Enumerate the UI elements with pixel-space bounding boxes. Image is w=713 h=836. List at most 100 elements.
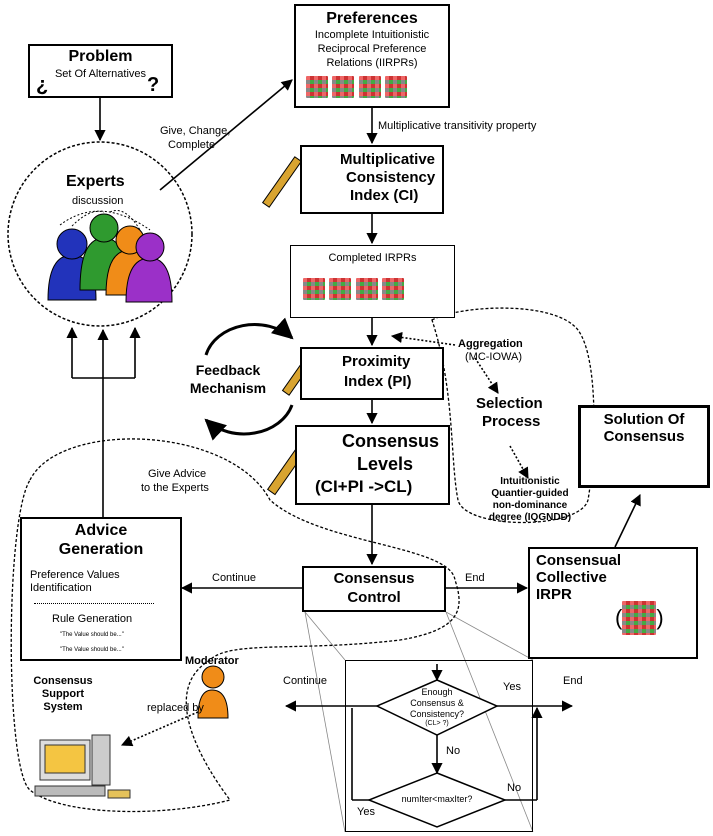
- selection-line1: Selection: [476, 395, 543, 412]
- moderator-title: Moderator: [185, 655, 239, 667]
- feedback-line2: Mechanism: [189, 380, 267, 396]
- problem-symbol-right: ?: [147, 74, 160, 96]
- zoom-line-2: [304, 611, 346, 833]
- advice-rule: Rule Generation: [52, 613, 133, 625]
- end-bottom-label: End: [563, 675, 583, 687]
- decision-diamond-2: [366, 772, 508, 828]
- decision2-text: numIter<maxIter?: [401, 794, 473, 804]
- solution-line1: Solution Of: [603, 411, 685, 428]
- selection-d2: Quantier-guided: [491, 488, 569, 499]
- control-line1: Consensus: [333, 570, 415, 587]
- mci-line1: Multiplicative: [340, 151, 436, 168]
- consensus-control-detail-box: [345, 660, 533, 832]
- advice-line1: Advice: [74, 522, 128, 539]
- continue-left-label: Continue: [212, 572, 257, 584]
- decision1-line3: Consistency?: [409, 709, 465, 719]
- experts-title: Experts: [66, 173, 125, 190]
- ruler-icon-mci: [261, 156, 303, 208]
- css-line1: Consensus: [33, 675, 93, 687]
- consensus-levels-box: Consensus Levels (CI+PI ->CL): [295, 425, 450, 505]
- advice-value2: "The Value should be...": [60, 647, 124, 653]
- advice-pv2: Identification: [30, 582, 92, 594]
- decision-diamond-1: [375, 679, 499, 736]
- decision1-line4: (CL> ?): [425, 720, 449, 727]
- replaced-by-label: replaced by: [147, 702, 204, 714]
- aggregation-title: Aggregation: [458, 338, 523, 350]
- pi-line2: Index (PI): [344, 373, 412, 390]
- mci-box: Multiplicative Consistency Index (CI): [300, 145, 444, 214]
- feedback-arrow-bottom: [204, 404, 294, 441]
- problem-title: Problem: [68, 48, 133, 65]
- selection-d3: non-dominance: [492, 500, 568, 511]
- pi-box: Proximity Index (PI): [300, 347, 444, 400]
- mult-trans-label: Multiplicative transitivity property: [378, 120, 537, 132]
- consensus-control-box: Consensus Control: [302, 566, 446, 612]
- advice-value1: "The Value should be...": [60, 632, 124, 638]
- yes1-label: Yes: [503, 681, 521, 693]
- feedback-arrow-top: [204, 317, 294, 356]
- pi-line1: Proximity: [342, 353, 411, 370]
- give-advice-line1: Give Advice: [148, 468, 207, 480]
- discussion-label: discussion: [72, 195, 124, 207]
- levels-line2: Levels: [357, 454, 414, 474]
- collective-line2: Collective: [536, 569, 607, 586]
- solution-line2: Consensus: [603, 428, 685, 445]
- preferences-line1: Incomplete Intuitionistic: [314, 29, 430, 41]
- control-line2: Control: [347, 589, 401, 606]
- preferences-line2: Reciprocal Preference: [317, 43, 427, 55]
- no2-label: No: [507, 782, 522, 794]
- arrow-experts-preferences: [159, 79, 293, 191]
- preferences-matrices: [306, 76, 408, 98]
- arrow-collective-solution: [614, 493, 641, 548]
- collective-box: Consensual Collective IRPR (): [528, 547, 698, 659]
- zoom-line-4: [445, 611, 534, 833]
- yes2-label: Yes: [357, 806, 375, 818]
- give-change-label: Give, Change,: [160, 125, 231, 137]
- levels-line3: (CI+PI ->CL): [315, 477, 413, 496]
- completed-title: Completed IRPRs: [328, 252, 417, 264]
- advice-divider: [34, 603, 154, 604]
- advice-box: Advice Generation Preference Values Iden…: [20, 517, 182, 661]
- zoom-line-3: [445, 611, 534, 661]
- css-line3: System: [43, 701, 83, 713]
- problem-box: Problem Set Of Alternatives ¿ ?: [28, 44, 173, 98]
- css-line2: Support: [41, 688, 85, 700]
- continue-bottom-label: Continue: [283, 675, 328, 687]
- zoom-line-1: [304, 611, 346, 661]
- solution-box: Solution Of Consensus: [578, 405, 710, 488]
- preferences-box: Preferences Incomplete Intuitionistic Re…: [294, 4, 450, 108]
- decision1-line2: Consensus &: [410, 698, 464, 708]
- feedback-line1: Feedback: [195, 362, 261, 378]
- arrow-aggregation-selection: [474, 357, 499, 394]
- selection-line2: Process: [482, 413, 541, 430]
- mci-line2: Consistency: [346, 169, 436, 186]
- complete-label: Complete: [168, 139, 216, 151]
- give-advice-line2: to the Experts: [141, 482, 209, 494]
- selection-region-outline: [431, 307, 595, 524]
- completed-irprs-box: Completed IRPRs: [290, 245, 455, 318]
- mci-line3: Index (CI): [350, 187, 419, 204]
- css-region-outline: [10, 438, 460, 813]
- preferences-title: Preferences: [326, 10, 418, 27]
- arrow-aggregation-completed: [390, 331, 456, 346]
- end-right-label: End: [465, 572, 485, 584]
- problem-subtitle: Set Of Alternatives: [54, 68, 147, 80]
- selection-d4: degree (IQGNDD): [488, 512, 572, 523]
- problem-symbol-left: ¿: [36, 74, 49, 96]
- arrow-selection-iqgndd: [509, 445, 529, 479]
- arrow-replaced-by: [120, 711, 199, 747]
- no1-label: No: [446, 745, 461, 757]
- advice-line2: Generation: [58, 541, 144, 558]
- selection-d1: Intuitionistic: [500, 476, 560, 487]
- experts-people-icon: [47, 210, 173, 303]
- advice-pv1: Preference Values: [30, 569, 120, 581]
- experts-circle: [7, 141, 193, 327]
- levels-line1: Consensus: [342, 431, 440, 451]
- preferences-line3: Relations (IIRPRs): [326, 57, 418, 69]
- collective-line3: IRPR: [536, 586, 572, 603]
- decision1-line1: Enough: [421, 687, 453, 697]
- aggregation-sub: (MC-IOWA): [465, 351, 523, 363]
- completed-matrices: [303, 278, 405, 300]
- computer-icon: [34, 734, 131, 799]
